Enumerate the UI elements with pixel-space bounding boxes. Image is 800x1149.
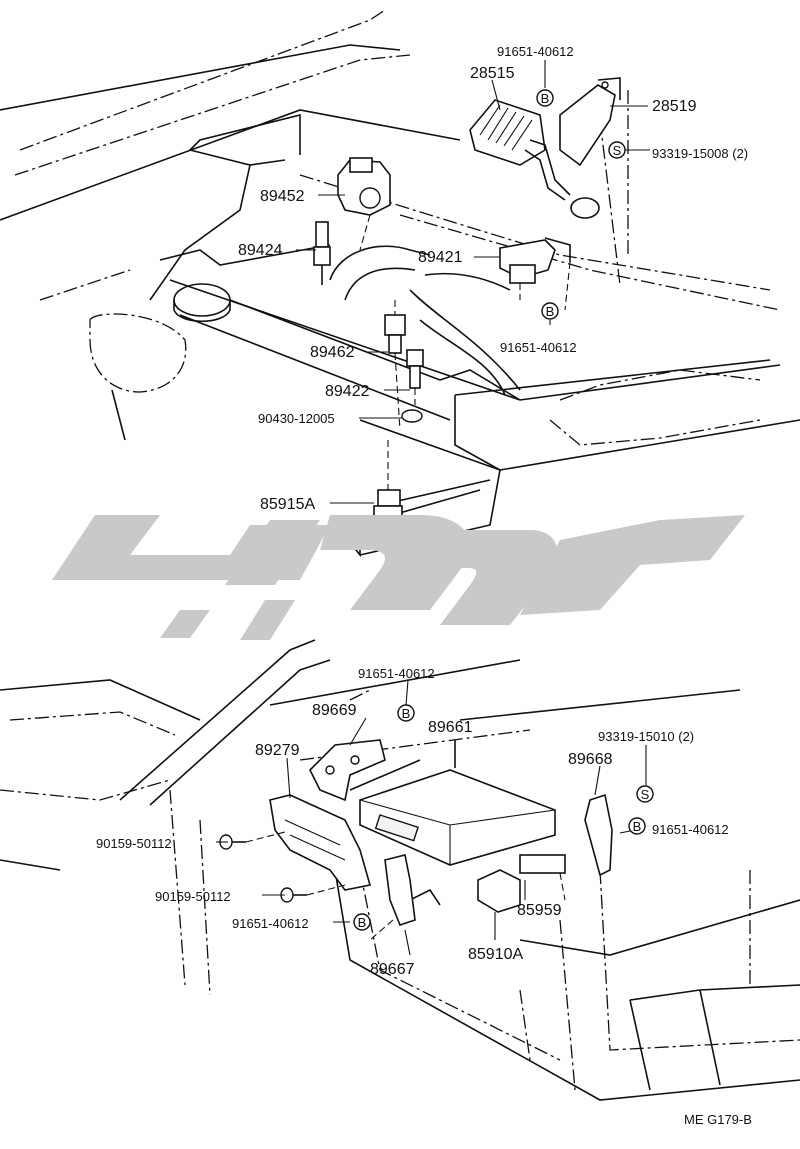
part-89452-sensor bbox=[337, 157, 391, 216]
lower-assembly-lines bbox=[245, 831, 566, 941]
part-89667-bracket bbox=[384, 854, 416, 926]
badge-b-right: B bbox=[628, 817, 646, 835]
part-89279-bracket bbox=[269, 794, 372, 891]
label-89421: 89421 bbox=[418, 249, 463, 266]
watermark-logo bbox=[52, 515, 745, 640]
part-89462-sensor bbox=[384, 314, 406, 354]
label-89669: 89669 bbox=[312, 702, 357, 719]
engine-bay-outline bbox=[0, 9, 800, 558]
label-85959: 85959 bbox=[517, 902, 562, 919]
svg-text:S: S bbox=[641, 787, 650, 802]
label-90430-12005: 90430-12005 bbox=[258, 411, 335, 426]
label-90159-50112-a: 90159-50112 bbox=[96, 836, 172, 851]
part-89421-sensor bbox=[499, 237, 571, 284]
svg-text:B: B bbox=[358, 915, 367, 930]
label-89279: 89279 bbox=[255, 742, 300, 759]
label-91651-low: 91651-40612 bbox=[358, 666, 435, 681]
part-89424-sensor bbox=[313, 221, 331, 285]
lower-body-outline bbox=[0, 639, 800, 1101]
svg-text:S: S bbox=[613, 143, 622, 158]
label-85915A: 85915A bbox=[260, 496, 315, 513]
part-28519-bracket bbox=[559, 77, 621, 167]
label-89667: 89667 bbox=[370, 961, 415, 978]
label-91651-top: 91651-40612 bbox=[497, 44, 574, 59]
label-89668: 89668 bbox=[568, 751, 613, 768]
badge-b-bl: B bbox=[353, 913, 371, 931]
label-85910A: 85910A bbox=[468, 946, 523, 963]
label-89424: 89424 bbox=[238, 242, 283, 259]
label-28519: 28519 bbox=[652, 98, 697, 115]
svg-text:B: B bbox=[633, 819, 642, 834]
label-91651-mid: 91651-40612 bbox=[500, 340, 577, 355]
diagram-code: ME G179-B bbox=[684, 1112, 752, 1127]
part-28515-module bbox=[469, 99, 600, 219]
top-assembly-lines bbox=[359, 214, 571, 490]
label-89452: 89452 bbox=[260, 188, 305, 205]
label-89422: 89422 bbox=[325, 383, 370, 400]
part-90430-gasket bbox=[401, 409, 423, 423]
badge-s-right: S bbox=[636, 785, 654, 803]
svg-text:B: B bbox=[402, 706, 411, 721]
svg-text:B: B bbox=[541, 91, 550, 106]
bolt-90159-b bbox=[280, 887, 307, 903]
label-93319-15010: 93319-15010 (2) bbox=[598, 729, 694, 744]
badge-b-top: B bbox=[536, 89, 554, 107]
part-85959-relay bbox=[519, 854, 566, 874]
label-91651-right: 91651-40612 bbox=[652, 822, 729, 837]
part-89668-bracket bbox=[584, 793, 613, 877]
leader-lines bbox=[216, 60, 650, 956]
label-28515: 28515 bbox=[470, 65, 515, 82]
label-90159-50112-b: 90159-50112 bbox=[155, 889, 231, 904]
part-89422-sensor bbox=[406, 349, 424, 389]
part-85910A-relay bbox=[477, 869, 521, 913]
badge-s-top: S bbox=[608, 141, 626, 159]
label-89462: 89462 bbox=[310, 344, 355, 361]
label-93319-15008: 93319-15008 (2) bbox=[652, 146, 748, 161]
part-89661-ecu bbox=[359, 740, 556, 866]
badge-b-mid: B bbox=[541, 302, 559, 320]
svg-text:B: B bbox=[546, 304, 555, 319]
badge-b-low: B bbox=[397, 704, 415, 722]
label-91651-bl: 91651-40612 bbox=[232, 916, 309, 931]
label-89661: 89661 bbox=[428, 719, 473, 736]
part-labels: 91651-40612 28515 28519 93319-15008 (2) … bbox=[96, 44, 752, 1127]
part-89669-bracket bbox=[309, 739, 386, 802]
